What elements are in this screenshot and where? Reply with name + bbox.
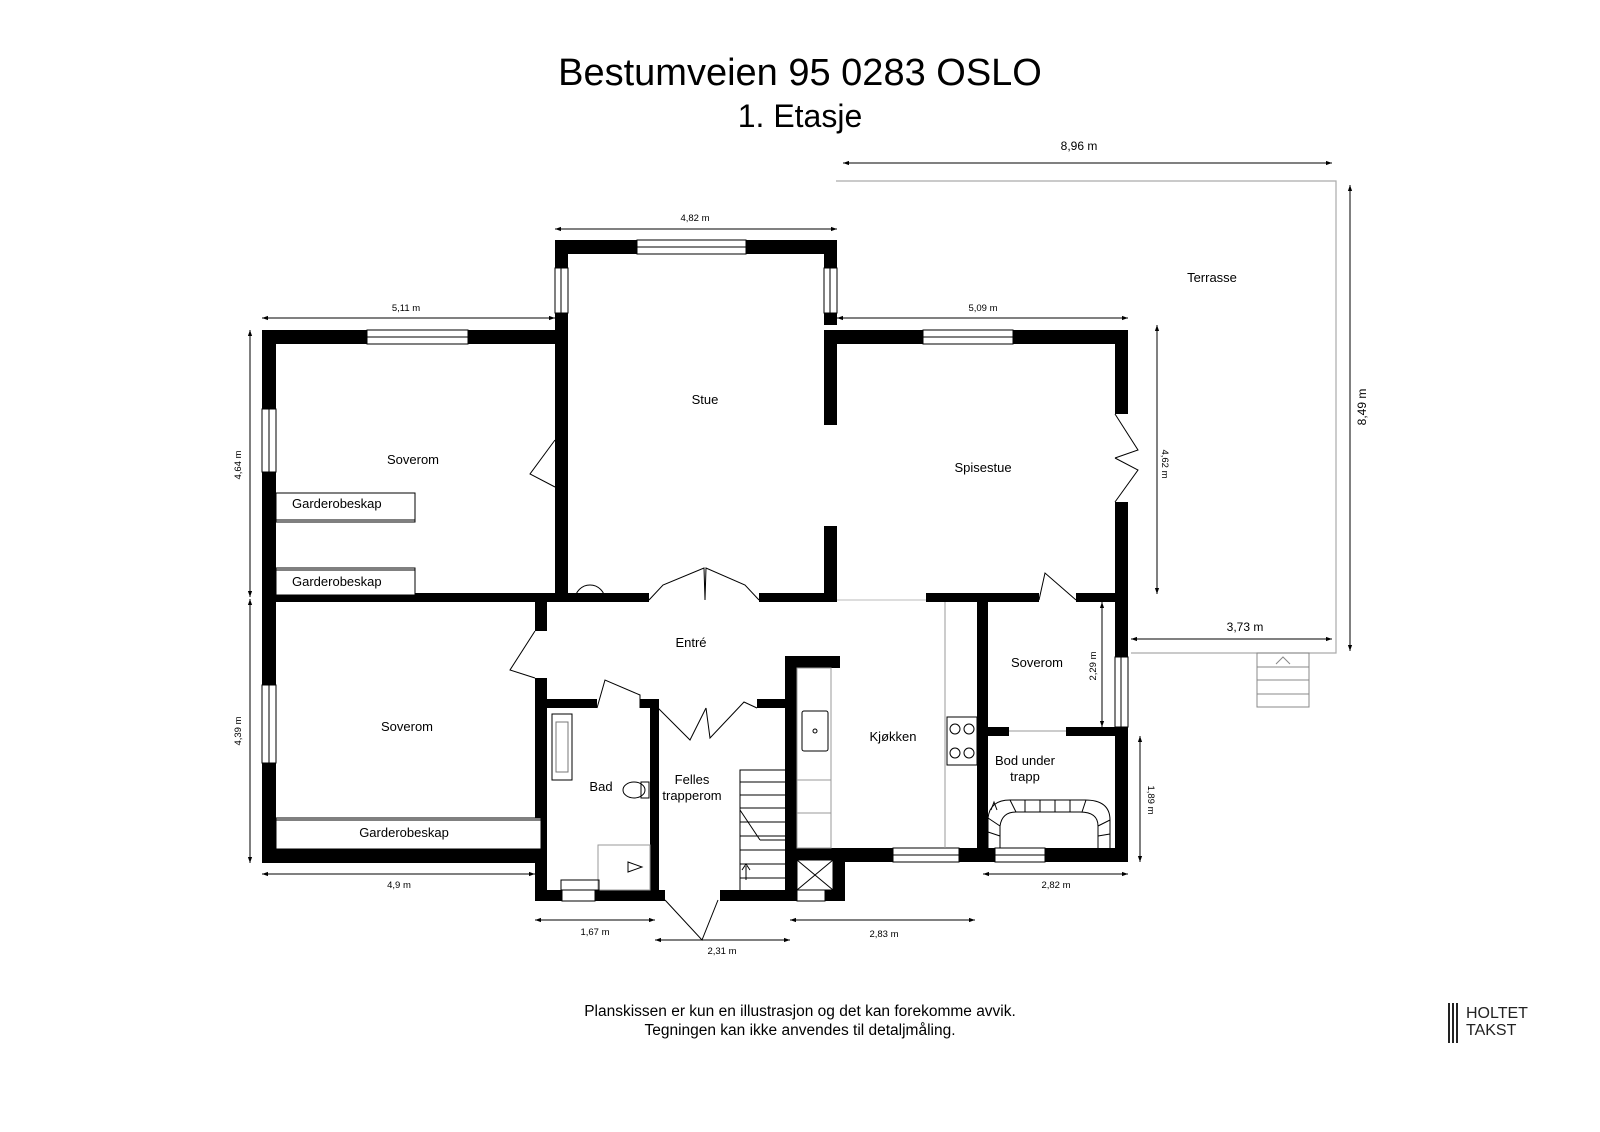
dim-label-509: 5,09 m [968, 303, 997, 314]
room-label-garderobeskap-1: Garderobeskap [292, 496, 382, 511]
room-label-soverom-nw: Soverom [387, 452, 439, 467]
dim-label-231: 2,31 m [707, 946, 736, 957]
dim-label-167: 1,67 m [580, 927, 609, 938]
dim-label-189: 1,89 m [1145, 785, 1156, 814]
room-label-stue: Stue [692, 392, 719, 407]
dim-label-282: 2,82 m [1041, 880, 1070, 891]
room-label-entre: Entré [675, 635, 706, 650]
floor-label: 1. Etasje [737, 98, 863, 134]
room-label-garderobeskap-3: Garderobeskap [359, 825, 449, 840]
terrace-outline [836, 180, 1337, 654]
room-label-bad: Bad [589, 779, 612, 794]
dim-label-439: 4,39 m [233, 716, 244, 745]
dim-label-462: 4,62 m [1159, 449, 1170, 478]
plan-title: Bestumveien 95 0283 OSLO [558, 52, 1042, 94]
windows [261, 239, 1129, 902]
dim-label-49: 4,9 m [387, 880, 411, 891]
room-label-felles: Felles [675, 772, 710, 787]
terrace-steps [1256, 652, 1310, 708]
room-label-bod-under: Bod under [995, 753, 1056, 768]
bathroom-fixtures [551, 713, 651, 891]
kitchen-fixtures [796, 602, 978, 891]
dim-label-373: 3,73 m [1227, 620, 1264, 634]
dimension-labels: 8,96 m 4,82 m 5,11 m 5,09 m 8,49 m 4,64 … [233, 139, 1369, 957]
disclaimer: Planskissen er kun en illustrasjon og de… [0, 1002, 1600, 1040]
doors [509, 413, 1139, 941]
dim-label-896: 8,96 m [1061, 139, 1098, 153]
dim-label-482: 4,82 m [680, 213, 709, 224]
dimension-lines [247, 160, 1353, 943]
room-label-soverom-e: Soverom [1011, 655, 1063, 670]
room-label-garderobeskap-2: Garderobeskap [292, 574, 382, 589]
room-label-soverom-sw: Soverom [381, 719, 433, 734]
dim-label-229: 2,29 m [1088, 651, 1099, 680]
room-label-kjokken: Kjøkken [870, 729, 917, 744]
wardrobes [275, 492, 542, 850]
dim-label-511: 5,11 m [392, 303, 420, 314]
dim-label-464: 4,64 m [233, 450, 244, 479]
logo-line-1: HOLTET [1466, 1005, 1528, 1022]
disclaimer-line-2: Tegningen kan ikke anvendes til detaljmå… [644, 1022, 956, 1039]
room-label-spisestue: Spisestue [954, 460, 1011, 475]
room-label-trapperom: trapperom [662, 788, 721, 803]
logo-line-2: TAKST [1466, 1022, 1517, 1039]
holtet-takst-logo: HOLTET TAKST [1448, 1003, 1548, 1045]
room-label-terrasse: Terrasse [1187, 270, 1237, 285]
walls [262, 240, 1128, 901]
room-label-trapp: trapp [1010, 769, 1040, 784]
logo-bars-icon [1448, 1003, 1460, 1043]
dim-label-849: 8,49 m [1355, 389, 1369, 426]
stairs [739, 769, 1111, 890]
room-labels: Stue Soverom Garderobeskap Garderobeskap… [292, 270, 1237, 840]
dim-label-283: 2,83 m [869, 929, 898, 940]
disclaimer-line-1: Planskissen er kun en illustrasjon og de… [584, 1003, 1016, 1020]
